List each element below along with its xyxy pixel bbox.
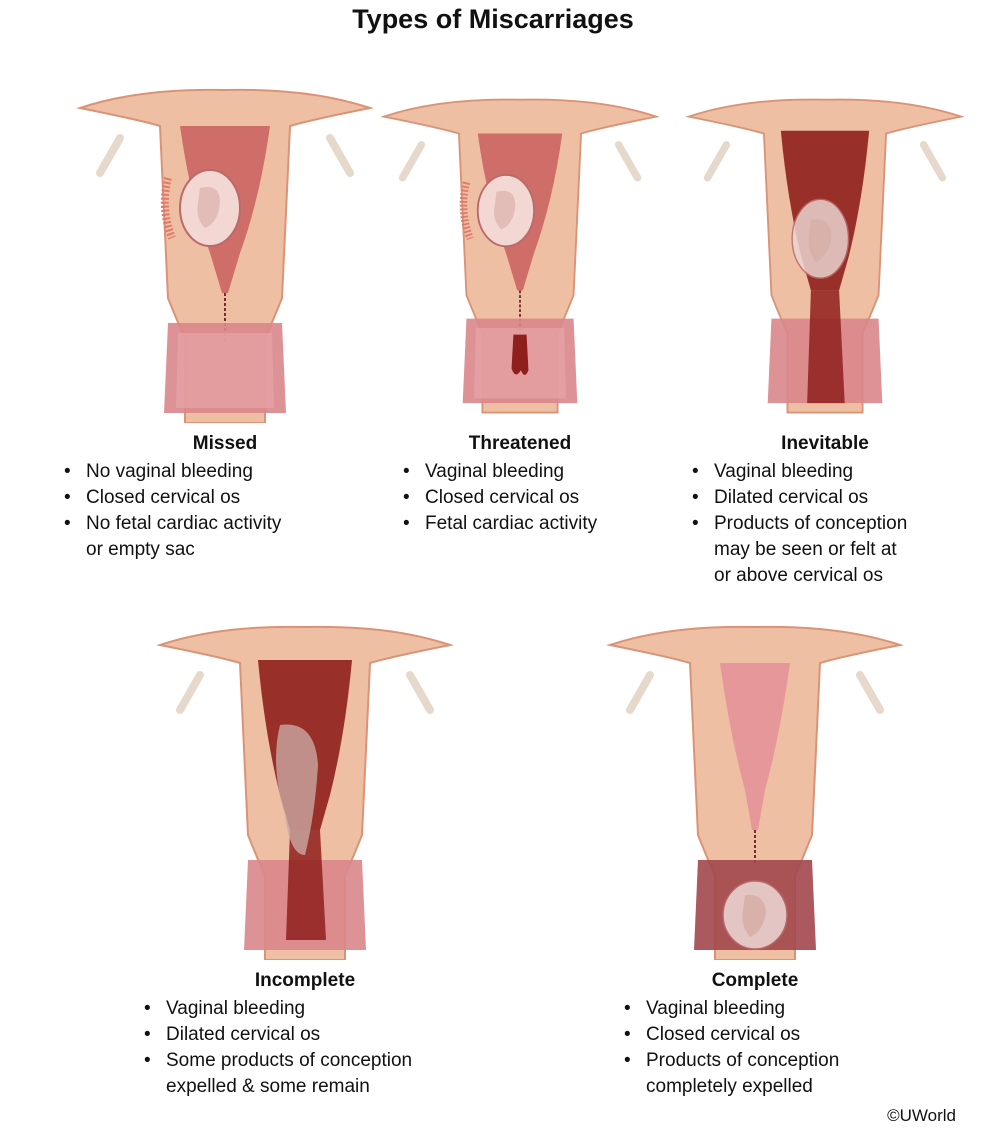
bullet-line: Vaginal bleeding [166,998,306,1019]
bullet-line: or above cervical os [714,565,883,586]
bullet-item: Closed cervical os [399,485,675,511]
bullet-item: Dilated cervical os [688,485,980,511]
uterus-illustration-incomplete [156,625,454,960]
bullet-list: Vaginal bleeding Closed cervical os Feta… [399,459,675,537]
bullet-item: Some products of conception expelled & so… [140,1048,470,1100]
bullet-line: or empty sac [86,539,195,560]
bullet-line: Closed cervical os [646,1024,801,1045]
bullet-line: Products of conception [714,513,908,534]
bullet-line: Dilated cervical os [714,487,869,508]
fetus-icon [722,880,788,950]
bullet-item: No fetal cardiac activity or empty sac [60,511,390,563]
bullet-line: Products of conception [646,1050,840,1071]
bullet-item: Closed cervical os [60,485,390,511]
fetus-icon [276,724,318,855]
fetus-icon [459,173,536,248]
vagina-icon [767,290,883,404]
uterus-illustration-threatened [380,98,660,414]
bullet-line: expelled & some remain [166,1076,370,1097]
panel-label: Missed [192,433,258,454]
copyright: ©UWorld [887,1106,956,1125]
bullet-line: may be seen or felt at [714,539,897,560]
bullet-line: Vaginal bleeding [425,461,565,482]
bullet-list: Vaginal bleeding Dilated cervical os Som… [140,996,470,1100]
bullet-item: Vaginal bleeding [620,996,920,1022]
uterus-illustration-complete [606,625,904,960]
panel-label: Complete [711,970,799,991]
uterus-icon [606,625,904,960]
bullet-line: Closed cervical os [86,487,241,508]
bullet-line: Some products of conception [166,1050,413,1071]
panel-complete: Complete Vaginal bleeding Closed cervica… [590,615,920,1115]
bullet-item: No vaginal bleeding [60,459,390,485]
vagina-icon [244,830,366,950]
panel-incomplete: Incomplete Vaginal bleeding Dilated cerv… [140,615,470,1115]
bullet-list: Vaginal bleeding Closed cervical os Prod… [620,996,920,1100]
bullet-item: Fetal cardiac activity [399,511,675,537]
bullet-line: Closed cervical os [425,487,580,508]
bullet-item: Dilated cervical os [140,1022,470,1048]
bullet-item: Vaginal bleeding [140,996,470,1022]
bullet-item: Vaginal bleeding [688,459,980,485]
bullet-list: Vaginal bleeding Dilated cervical os Pro… [688,459,980,589]
bullet-line: No fetal cardiac activity [86,513,282,534]
bullet-item: Vaginal bleeding [399,459,675,485]
blood-icon [511,334,529,375]
bullet-item: Products of conception completely expelle… [620,1048,920,1100]
panel-missed: Missed No vaginal bleeding Closed cervic… [60,78,390,578]
panel-label: Inevitable [781,433,869,454]
bullet-line: No vaginal bleeding [86,461,253,482]
page-title: Types of Miscarriages [352,4,634,34]
bullet-line: Vaginal bleeding [714,461,854,482]
bullet-line: completely expelled [646,1076,813,1097]
vagina-icon [164,323,286,413]
uterus-illustration-inevitable [685,98,965,414]
bullet-item: Closed cervical os [620,1022,920,1048]
panel-label: Threatened [468,433,572,454]
uterus-illustration-missed [76,88,374,423]
panel-label: Incomplete [254,970,356,991]
bullet-line: Dilated cervical os [166,1024,321,1045]
bullet-line: Vaginal bleeding [646,998,786,1019]
bullet-list: No vaginal bleeding Closed cervical os N… [60,459,390,563]
bullet-line: Fetal cardiac activity [425,513,598,534]
fetus-icon [160,169,241,247]
fetus-icon [791,198,850,279]
panel-threatened: Threatened Vaginal bleeding Closed cervi… [365,78,675,578]
bullet-item: Products of conception may be seen or fel… [688,511,980,589]
panel-inevitable: Inevitable Vaginal bleeding Dilated cerv… [670,78,980,598]
